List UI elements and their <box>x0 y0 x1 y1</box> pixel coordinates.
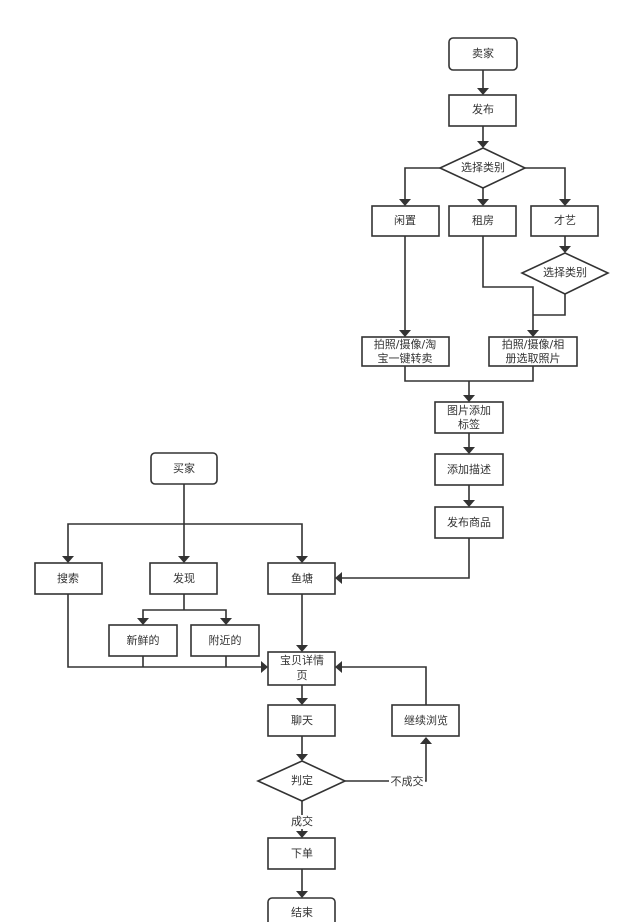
discover-step: 发现 <box>149 562 218 595</box>
nearby-label: 附近的 <box>209 633 242 647</box>
choose-category-2-label: 选择类别 <box>543 265 587 279</box>
seller-start-label: 卖家 <box>472 46 494 60</box>
end-step: 结束 <box>267 897 336 922</box>
talent-label: 才艺 <box>554 213 576 227</box>
buyer-start-label: 买家 <box>173 461 195 475</box>
chat-label: 聊天 <box>291 713 313 727</box>
detail-label-1: 宝贝详情 <box>280 653 324 667</box>
photo-idle-label-2: 宝一键转卖 <box>378 351 433 365</box>
rent-step: 租房 <box>448 205 517 237</box>
publish-label: 发布 <box>472 102 494 116</box>
order-label: 下单 <box>291 847 313 860</box>
seller-start: 卖家 <box>448 37 518 71</box>
fresh-step: 新鲜的 <box>108 624 178 657</box>
continue-browse-step: 继续浏览 <box>391 704 460 737</box>
photo-other-label-1: 拍照/摄像/相 <box>502 337 564 351</box>
pond-step: 鱼塘 <box>267 562 336 595</box>
idle-step: 闲置 <box>371 205 440 237</box>
judge-decision: 判定 <box>256 760 347 802</box>
tag-label-2: 标签 <box>458 417 480 431</box>
end-label: 结束 <box>291 906 313 919</box>
photo-other-label-2: 册选取照片 <box>506 352 561 365</box>
fresh-label: 新鲜的 <box>127 633 160 647</box>
choose-category-decision: 选择类别 <box>438 147 527 189</box>
tag-label-1: 图片添加 <box>447 403 491 417</box>
chat-step: 聊天 <box>267 704 336 737</box>
connectors <box>67 70 566 891</box>
describe-label: 添加描述 <box>447 462 491 476</box>
search-step: 搜索 <box>34 562 103 595</box>
rent-label: 租房 <box>472 214 494 227</box>
choose-category-label: 选择类别 <box>461 160 505 174</box>
buyer-start: 买家 <box>150 452 218 485</box>
publish-step: 发布 <box>448 94 517 127</box>
search-label: 搜索 <box>57 571 79 585</box>
deal-edge-label: 成交 <box>291 814 313 828</box>
detail-label-2: 页 <box>297 669 308 682</box>
describe-step: 添加描述 <box>434 453 504 486</box>
no-deal-edge-label: 不成交 <box>391 774 424 788</box>
arrowheads <box>62 88 571 898</box>
order-step: 下单 <box>267 837 336 870</box>
photo-idle-label-1: 拍照/摄像/淘 <box>374 337 436 351</box>
talent-step: 才艺 <box>530 205 599 237</box>
discover-label: 发现 <box>173 571 195 585</box>
choose-category-decision-2: 选择类别 <box>520 252 610 295</box>
nearby-step: 附近的 <box>190 624 260 657</box>
idle-label: 闲置 <box>394 213 416 227</box>
publish-item-label: 发布商品 <box>447 515 491 529</box>
continue-browse-label: 继续浏览 <box>404 713 448 727</box>
pond-label: 鱼塘 <box>291 571 313 585</box>
publish-item-step: 发布商品 <box>434 506 504 539</box>
judge-label: 判定 <box>291 773 313 787</box>
